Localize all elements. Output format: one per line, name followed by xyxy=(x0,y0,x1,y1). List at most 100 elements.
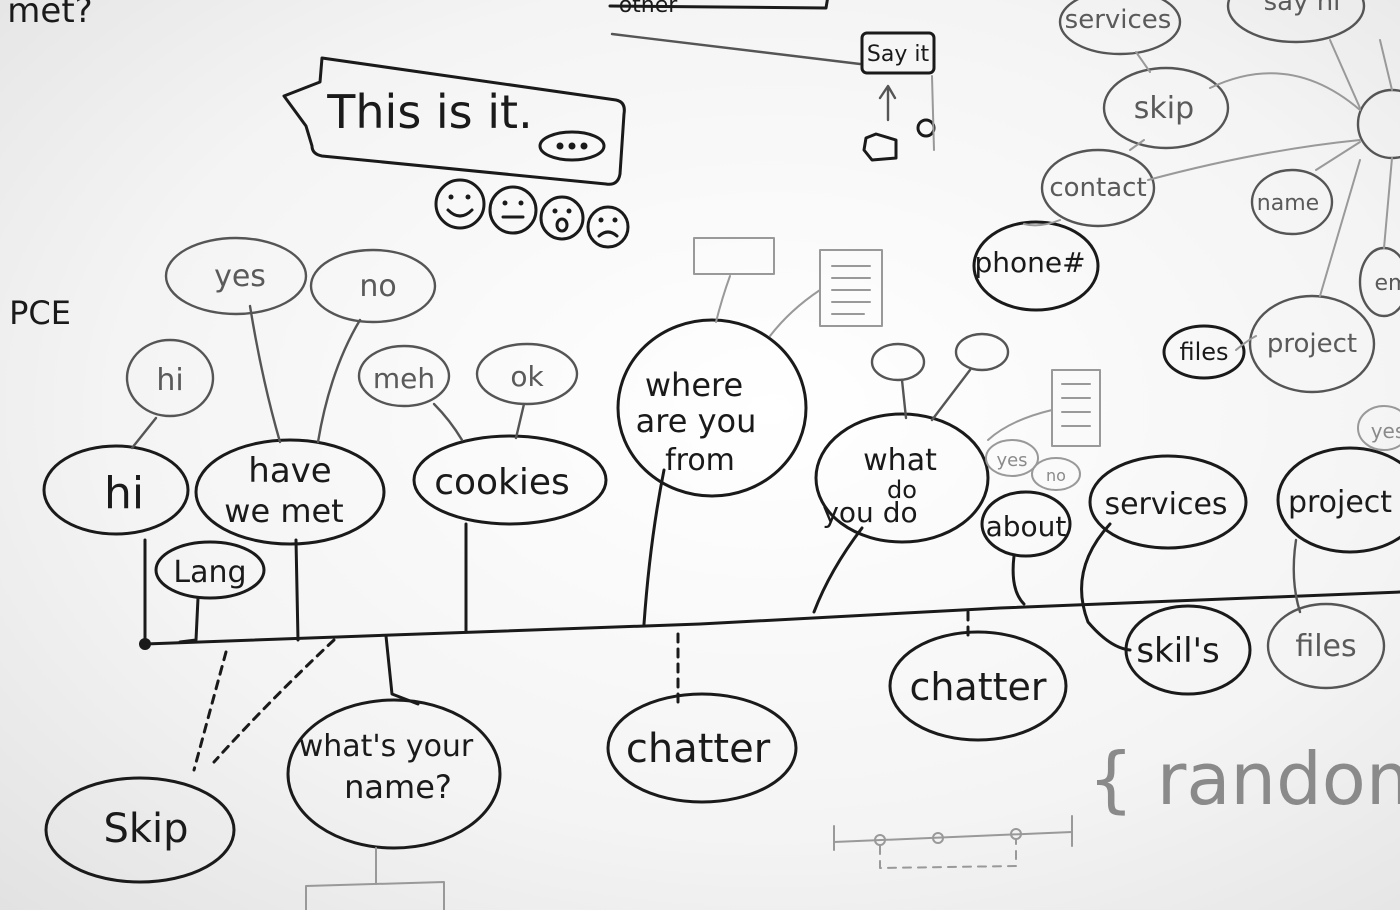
placeholder-box xyxy=(305,881,445,910)
node-name-line1: what's your xyxy=(299,729,474,764)
happy-face-icon xyxy=(434,178,486,230)
cluster-contact xyxy=(1040,148,1156,228)
connector-line xyxy=(812,526,864,614)
small-node xyxy=(870,342,926,382)
connector-line xyxy=(1292,538,1302,614)
other-label: other xyxy=(619,0,679,18)
speech-bubble xyxy=(282,56,626,186)
small-node xyxy=(954,332,1010,372)
connector-line xyxy=(178,596,200,644)
connector-line xyxy=(900,378,908,420)
surprised-face-icon xyxy=(539,195,585,241)
node-hi xyxy=(42,444,190,536)
node-skills xyxy=(1124,604,1252,696)
node-where-line1: where xyxy=(645,366,743,404)
cluster-files xyxy=(1162,324,1246,380)
node-about xyxy=(980,490,1072,558)
random-text: { random xyxy=(1088,737,1400,821)
cluster-services-label: services xyxy=(1065,5,1172,35)
node-lang xyxy=(154,540,266,600)
node-cookies-label: cookies xyxy=(434,462,570,503)
node-yes-label: yes xyxy=(214,259,266,294)
cluster-hub xyxy=(1356,88,1400,160)
node-about-no-label: no xyxy=(1046,466,1066,485)
node-name-line2: name? xyxy=(344,768,452,806)
node-hi-branch-label: hi xyxy=(156,363,183,398)
connector-line xyxy=(316,318,362,444)
cluster-name-label: name xyxy=(1257,191,1319,216)
node-about-no xyxy=(1031,457,1081,491)
node-project-yes-label: yes xyxy=(1371,419,1400,443)
node-have-we-met-line2: we met xyxy=(224,492,343,530)
node-files xyxy=(1266,602,1386,690)
tag-shape-icon xyxy=(862,132,898,162)
connector-line xyxy=(432,402,464,442)
node-ok xyxy=(475,342,579,406)
node-chatter-1-label: chatter xyxy=(626,726,771,772)
timeline-line xyxy=(143,590,1400,646)
corner-text: met? xyxy=(7,0,92,31)
say-it-label: Say it xyxy=(867,42,930,67)
connector-line xyxy=(642,468,666,626)
cluster-skip-label: skip xyxy=(1134,91,1194,126)
node-have-we-met-line1: have xyxy=(248,451,331,491)
node-meh-label: meh xyxy=(373,362,435,395)
mini-timeline-sketch xyxy=(833,815,1073,869)
cluster-services xyxy=(1058,0,1182,56)
node-about-yes xyxy=(985,439,1039,477)
connector-line xyxy=(130,416,158,450)
node-where-line3: from xyxy=(665,443,735,478)
neutral-face-icon xyxy=(488,185,538,235)
node-project-yes xyxy=(1357,405,1400,451)
cluster-phone xyxy=(972,220,1100,312)
node-cookies xyxy=(412,434,608,526)
node-lang-label: Lang xyxy=(173,555,246,590)
small-circle-icon xyxy=(916,118,936,138)
node-skills-label: skil's xyxy=(1136,631,1219,671)
speech-bubble-text: This is it. xyxy=(326,85,532,139)
node-what-do-you-do xyxy=(814,412,990,544)
node-meh xyxy=(357,344,451,408)
right-cluster: services say hi skip contact phone# name… xyxy=(972,0,1400,394)
node-where-are-you-from xyxy=(616,318,808,498)
connector-line xyxy=(1011,554,1026,606)
node-skip xyxy=(44,776,236,884)
other-box-edge xyxy=(608,0,829,10)
node-ok-label: ok xyxy=(510,360,544,393)
node-services xyxy=(1088,454,1248,550)
node-services-label: services xyxy=(1104,487,1227,522)
document-icon xyxy=(819,249,883,327)
node-what-line3: you do xyxy=(822,496,917,529)
node-whats-your-name xyxy=(286,698,502,850)
arrow-up-icon xyxy=(878,84,897,122)
left-edge-label: PCE xyxy=(9,294,71,332)
cluster-say-hi xyxy=(1226,0,1366,44)
node-chatter-2 xyxy=(888,630,1068,742)
cluster-say-hi-label: say hi xyxy=(1264,0,1341,17)
node-what-line1: what xyxy=(863,443,937,478)
sad-face-icon xyxy=(586,205,630,249)
node-hi-branch xyxy=(125,338,215,418)
connector-line xyxy=(248,304,282,444)
node-chatter-1 xyxy=(606,692,798,804)
connector-line xyxy=(294,538,300,642)
connector-line xyxy=(930,368,972,422)
cluster-phone-label: phone# xyxy=(974,246,1085,279)
cluster-project-label: project xyxy=(1267,329,1357,359)
cluster-skip xyxy=(1102,66,1230,150)
connector-line xyxy=(514,402,526,440)
node-project-label: project xyxy=(1288,485,1392,520)
dashed-connector xyxy=(212,638,336,764)
cluster-name xyxy=(1250,168,1334,236)
node-where-line2: are you xyxy=(636,402,757,440)
connector-line xyxy=(931,75,935,151)
ellipsis-icon xyxy=(538,130,606,162)
node-about-yes-label: yes xyxy=(996,450,1027,471)
placeholder-box xyxy=(693,237,775,275)
connector-line xyxy=(769,289,821,337)
node-yes xyxy=(164,236,308,316)
node-skip-label: Skip xyxy=(103,806,188,852)
dashed-connector xyxy=(192,650,228,772)
